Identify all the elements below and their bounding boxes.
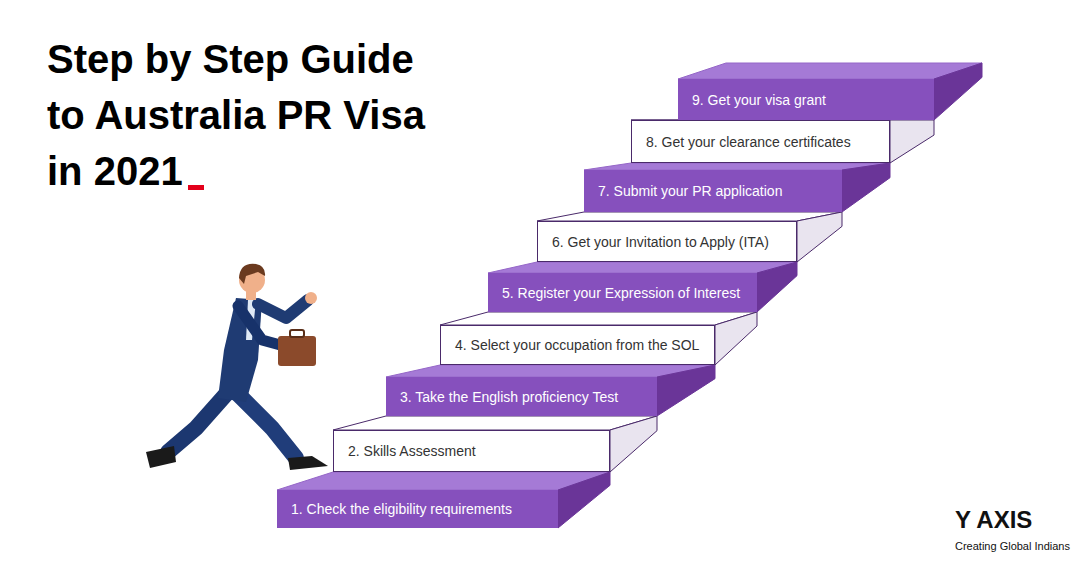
back-shoe — [146, 446, 176, 468]
stair-side — [842, 163, 890, 212]
front-shoe — [288, 456, 328, 470]
stair-side — [558, 472, 610, 528]
step-label: 6. Get your Invitation to Apply (ITA) — [552, 234, 769, 250]
purple-step: 5. Register your Expression of Interest — [488, 273, 757, 312]
step-label: 1. Check the eligibility requirements — [291, 501, 512, 517]
purple-step: 7. Submit your PR application — [584, 170, 842, 212]
purple-step: 3. Take the English proficiency Test — [386, 377, 657, 416]
briefcase — [278, 336, 316, 366]
stair-tread — [440, 312, 757, 325]
fist — [305, 292, 317, 304]
brand-name: Y AXIS — [955, 506, 1032, 534]
white-step: 4. Select your occupation from the SOL — [440, 325, 715, 365]
white-step: 6. Get your Invitation to Apply (ITA) — [537, 221, 797, 262]
step-label: 4. Select your occupation from the SOL — [455, 337, 699, 353]
hair — [239, 264, 265, 284]
white-step: 2. Skills Assessment — [333, 430, 610, 472]
stair-side — [797, 212, 842, 262]
brand-tagline: Creating Global Indians — [955, 540, 1070, 552]
step-label: 3. Take the English proficiency Test — [400, 389, 618, 405]
stair-side — [657, 365, 715, 416]
white-step: 8. Get your clearance certificates — [631, 120, 890, 163]
stair-side — [610, 416, 657, 472]
step-label: 9. Get your visa grant — [692, 92, 826, 108]
step-label: 2. Skills Assessment — [348, 443, 476, 459]
step-label: 8. Get your clearance certificates — [646, 134, 851, 150]
purple-step: 1. Check the eligibility requirements — [277, 490, 558, 528]
stair-tread — [277, 472, 610, 490]
stair-side — [715, 312, 757, 365]
front-leg — [236, 392, 296, 458]
stair-tread — [537, 212, 842, 221]
purple-step: 9. Get your visa grant — [678, 79, 934, 120]
title: Step by Step Guide to Australia PR Visa … — [47, 31, 447, 199]
stair-tread — [678, 63, 982, 79]
briefcase-handle — [290, 330, 304, 337]
title-cursor — [188, 185, 204, 190]
front-arm — [258, 300, 308, 318]
step-label: 7. Submit your PR application — [598, 183, 782, 199]
back-leg — [168, 392, 228, 452]
stair-side — [757, 262, 797, 312]
stair-side — [890, 120, 934, 163]
stair-tread — [488, 262, 797, 273]
stair-tread — [584, 163, 890, 170]
stair-side — [934, 63, 982, 120]
back-arm — [238, 306, 284, 346]
stair-tread — [333, 416, 657, 430]
step-label: 5. Register your Expression of Interest — [502, 285, 740, 301]
running-man — [146, 264, 328, 470]
